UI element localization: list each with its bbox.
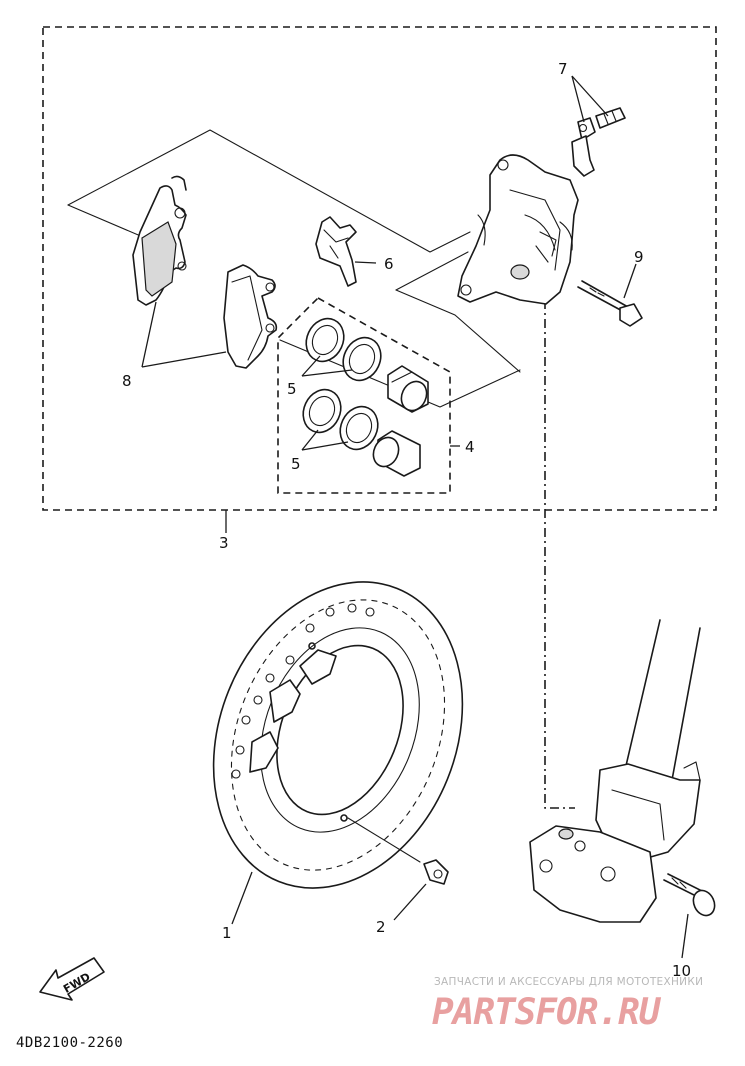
callout-4: 4 — [465, 438, 475, 456]
callout-8: 8 — [122, 372, 132, 390]
front-fork-leg — [529, 619, 701, 923]
disc-vent-holes — [231, 603, 375, 779]
callout-5a: 5 — [287, 380, 297, 398]
callout-10: 10 — [672, 962, 691, 980]
brake-pad-right — [223, 264, 278, 369]
callout-6: 6 — [384, 255, 394, 273]
disc-screw — [347, 817, 449, 885]
brake-pad-left — [132, 175, 187, 306]
brake-disc — [212, 581, 464, 889]
pad-spring-clip — [315, 216, 357, 287]
callout-2: 2 — [376, 918, 386, 936]
callout-leaders — [141, 75, 689, 959]
piston-seals — [302, 317, 382, 451]
watermark-logo: PARTSFOR.RU — [432, 992, 662, 1033]
leader-lines — [67, 129, 575, 809]
callout-3: 3 — [219, 534, 229, 552]
seal-kit-boundary — [277, 297, 451, 494]
callout-9: 9 — [634, 248, 644, 266]
callout-1: 1 — [222, 924, 232, 942]
callout-7: 7 — [558, 60, 568, 78]
brake-caliper — [457, 154, 579, 305]
caliper-mounting-bolt — [663, 873, 716, 917]
assembly-boundary — [42, 26, 717, 511]
caliper-bolt — [577, 280, 643, 327]
pistons — [372, 365, 429, 477]
watermark-caption: ЗАПЧАСТИ И АКСЕССУАРЫ ДЛЯ МОТОТЕХНИКИ — [434, 976, 703, 988]
bleed-screw — [571, 107, 626, 177]
drawing-code: 4DB2100-2260 — [16, 1035, 123, 1051]
fwd-arrow-icon: FWD — [39, 957, 105, 1001]
callout-5b: 5 — [291, 455, 301, 473]
